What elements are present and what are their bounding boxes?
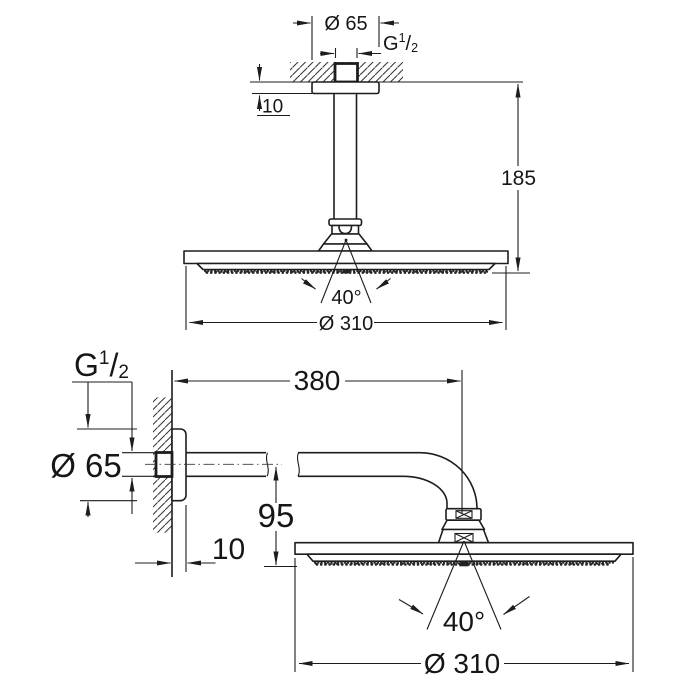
joint-base (437, 528, 490, 544)
dim-bottom-arm-length: 380 (174, 365, 463, 513)
shower-head-body (183, 250, 509, 265)
dim-top-head-diameter: Ø 310 (185, 266, 507, 335)
top-thread-label: G1/2 (383, 31, 418, 55)
bottom-flange-diameter-label: Ø 65 (50, 447, 122, 484)
bottom-thread-label: G1/2 (74, 347, 129, 383)
dim-top-flange-diameter: Ø 65 (293, 13, 399, 60)
bottom-head-drop-label: 95 (258, 497, 295, 534)
shower-head-body-bottom (294, 541, 634, 556)
bottom-view-dimensions: G1/2 Ø 65 380 95 (50, 347, 634, 679)
dim-top-thread: G1/2 (320, 31, 418, 58)
bottom-arm-length-label: 380 (294, 365, 341, 396)
top-flange-diameter-label: Ø 65 (324, 13, 367, 35)
top-spray-angle-label: 40° (331, 287, 361, 309)
dim-bottom-head-diameter: Ø 310 (294, 557, 634, 679)
top-head-diameter-label: Ø 310 (319, 313, 373, 335)
dim-top-ceiling-clearance: 10 (252, 64, 312, 118)
shower-head-rim-bottom (306, 553, 622, 562)
center-nozzle-bottom (459, 561, 469, 567)
pipe-collar (328, 218, 363, 227)
shower-arm-left-segment (186, 451, 266, 478)
ceiling-thread-fitting (333, 62, 359, 84)
ceiling-drop-pipe (333, 93, 358, 219)
ceiling-escutcheon (311, 81, 380, 95)
spray-face (203, 269, 491, 274)
dim-bottom-flange-diameter: Ø 65 (50, 382, 137, 517)
shower-arm-outer-edge (298, 451, 478, 509)
shower-head-rim (196, 262, 496, 271)
pipe-break-right (296, 452, 300, 477)
dim-bottom-wall-clearance: 10 (135, 505, 245, 572)
top-view (183, 62, 523, 274)
dim-bottom-head-drop: 95 (258, 466, 297, 568)
bottom-spray-angle: 40° (398, 540, 530, 637)
joint-cone (441, 519, 486, 531)
spray-face-bottom (313, 561, 615, 567)
joint-detail-upper (455, 510, 473, 519)
shower-arm-inner-edge (298, 475, 448, 509)
bottom-wall-clearance-label: 10 (212, 533, 245, 566)
bottom-head-diameter-label: Ø 310 (424, 648, 500, 679)
top-ceiling-clearance-label: 10 (262, 97, 283, 118)
top-view-dimensions: Ø 65 G1/2 10 185 4 (185, 13, 536, 335)
wall-escutcheon (171, 428, 187, 502)
connector-base (317, 243, 373, 252)
dim-bottom-thread: G1/2 (72, 347, 156, 514)
top-spray-angle: 40° (301, 238, 391, 309)
bottom-view (145, 370, 634, 577)
top-mounting-height-label: 185 (501, 167, 536, 190)
dim-top-mounting-height: 185 (492, 83, 536, 274)
bottom-spray-angle-label: 40° (443, 606, 485, 637)
center-nozzle (342, 269, 350, 274)
